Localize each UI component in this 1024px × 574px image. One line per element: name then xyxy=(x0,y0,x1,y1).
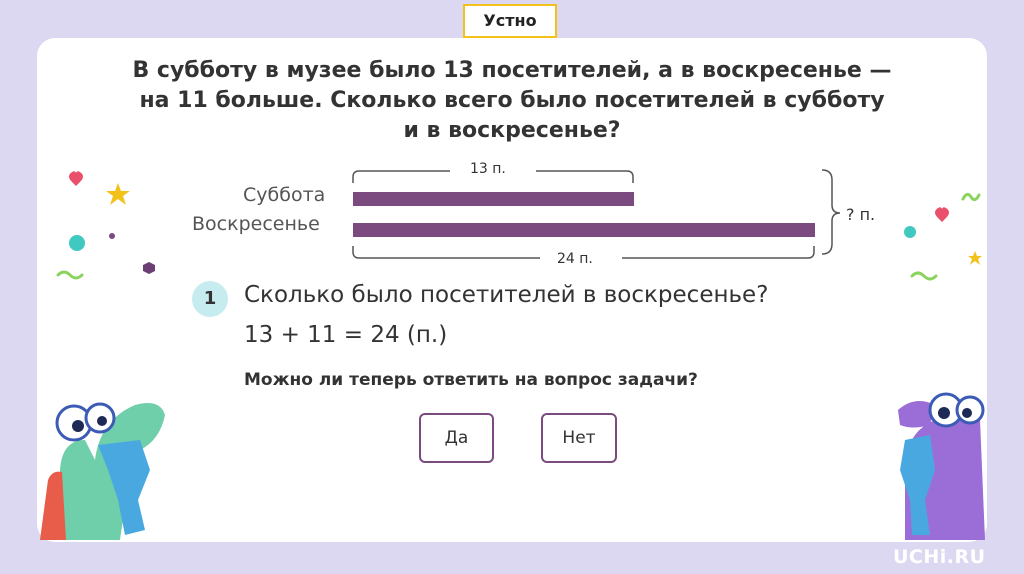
mode-badge: Устно xyxy=(463,4,557,38)
problem-line-3: и в воскресенье? xyxy=(403,118,621,143)
saturday-label: Суббота xyxy=(243,184,326,206)
sunday-label: Воскресенье xyxy=(192,213,320,235)
no-button[interactable]: Нет xyxy=(541,413,617,463)
problem-line-2: на 11 больше. Сколько всего было посетит… xyxy=(139,88,885,113)
brand-watermark: UCHi.RU xyxy=(893,546,986,568)
answer-prompt: Можно ли теперь ответить на вопрос задач… xyxy=(244,370,698,390)
step-equation: 13 + 11 = 24 (п.) xyxy=(244,322,448,348)
saturday-value-label: 13 п. xyxy=(470,161,506,177)
sunday-bar xyxy=(353,223,815,237)
problem-statement: В субботу в музее было 13 посетителей, а… xyxy=(60,56,964,146)
sunday-value-label: 24 п. xyxy=(557,251,593,267)
yes-button[interactable]: Да xyxy=(419,413,494,463)
problem-line-1: В субботу в музее было 13 посетителей, а… xyxy=(132,58,892,83)
step-question: Сколько было посетителей в воскресенье? xyxy=(244,282,769,308)
saturday-bar xyxy=(353,192,634,206)
step-number-badge: 1 xyxy=(192,281,228,317)
total-label: ? п. xyxy=(846,205,876,224)
